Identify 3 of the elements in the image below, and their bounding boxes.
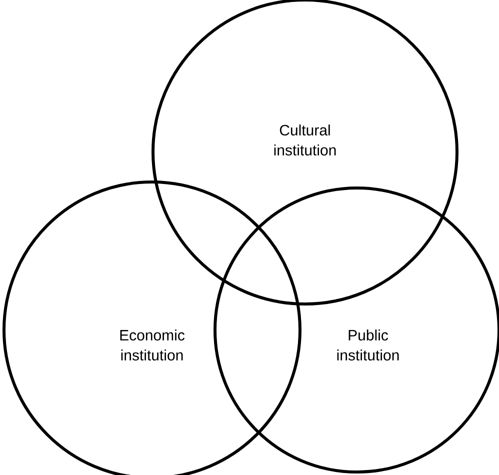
circle-label: Economic institution: [120, 330, 185, 360]
circle-label: Cultural institution: [274, 124, 336, 156]
circle-label: Public institution: [337, 330, 399, 360]
